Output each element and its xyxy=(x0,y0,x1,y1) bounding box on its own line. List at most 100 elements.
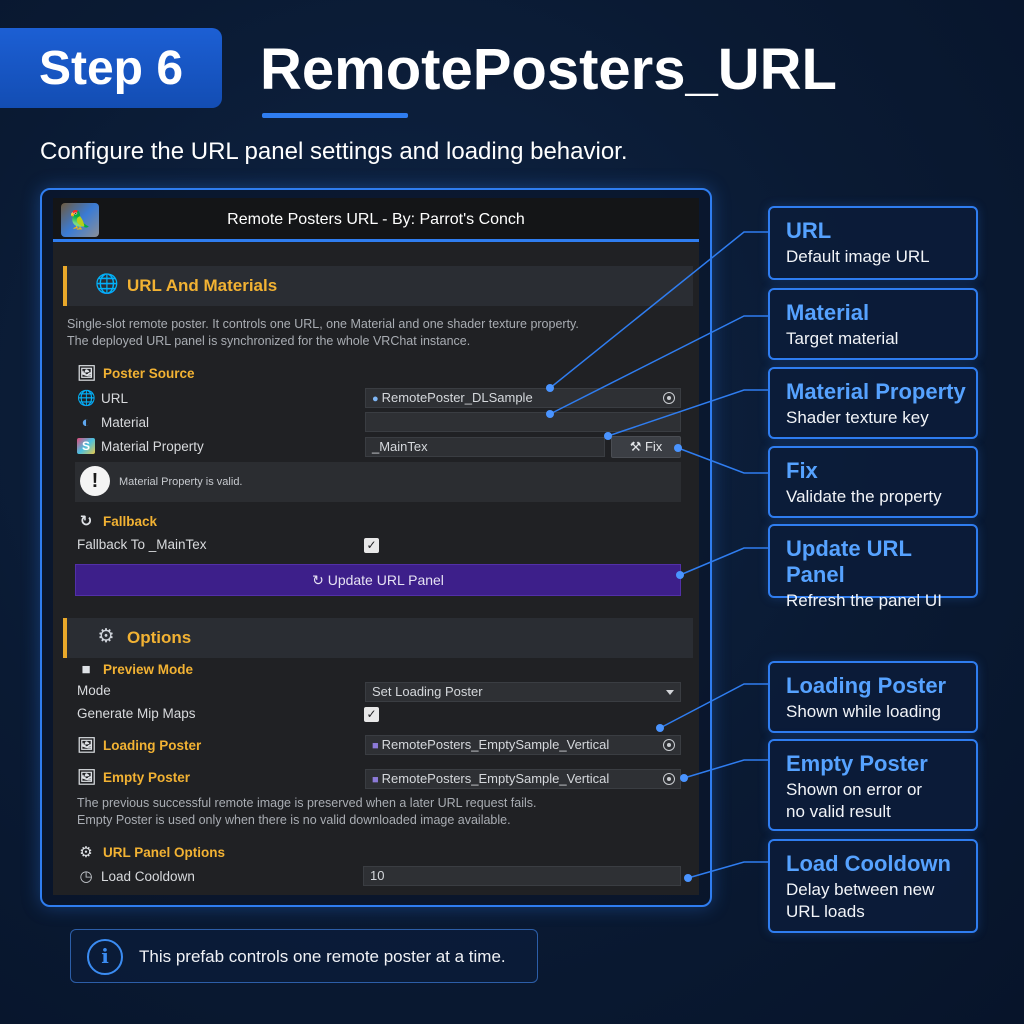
callout-desc: no valid result xyxy=(786,802,891,821)
update-url-panel-button[interactable]: ↻ Update URL Panel xyxy=(75,564,681,596)
title-underline xyxy=(262,113,408,118)
subhead-preview-mode: ■ Preview Mode xyxy=(77,661,193,678)
callout-url: URL Default image URL xyxy=(768,206,978,280)
inspector-title: Remote Posters URL - By: Parrot's Conch xyxy=(227,211,525,228)
callout-load-cooldown: Load Cooldown Delay between new URL load… xyxy=(768,839,978,933)
video-camera-icon: ■ xyxy=(81,661,91,678)
inspector-panel: 🦜 Remote Posters URL - By: Parrot's Conc… xyxy=(53,198,699,895)
callout-material-property: Material Property Shader texture key xyxy=(768,367,978,439)
refresh-icon: ↻ xyxy=(79,513,93,530)
callout-title: Fix xyxy=(786,458,818,483)
empty-poster-field[interactable]: ■RemotePosters_EmptySample_Vertical xyxy=(365,769,681,789)
subhead-loading-poster: 🖼 Loading Poster xyxy=(77,736,201,754)
description-line: The deployed URL panel is synchronized f… xyxy=(67,334,471,348)
page-subtitle: Configure the URL panel settings and loa… xyxy=(40,138,628,165)
section-description: Single-slot remote poster. It controls o… xyxy=(67,316,579,350)
empty-poster-value: RemotePosters_EmptySample_Vertical xyxy=(381,771,610,786)
update-button-label: Update URL Panel xyxy=(327,572,444,588)
generate-mip-maps-checkbox[interactable]: ✓ xyxy=(364,707,379,722)
callout-desc: Default image URL xyxy=(786,247,930,266)
row-label-text: Fallback To _MainTex xyxy=(77,537,207,552)
subhead-fallback: ↻ Fallback xyxy=(77,512,157,530)
callout-title: Material Property xyxy=(786,379,966,404)
callout-desc: Target material xyxy=(786,329,899,348)
subhead-label: URL Panel Options xyxy=(103,844,226,860)
material-sphere-icon: ◐ xyxy=(81,414,91,431)
subhead-label: Empty Poster xyxy=(103,769,191,785)
url-field[interactable]: ●RemotePoster_DLSample xyxy=(365,388,681,408)
mode-value: Set Loading Poster xyxy=(372,684,483,699)
callout-title: Update URL Panel xyxy=(786,536,912,587)
asset-icon: ● xyxy=(372,393,379,405)
callout-desc: Delay between new xyxy=(786,880,935,899)
subhead-label: Preview Mode xyxy=(103,662,194,677)
callout-material: Material Target material xyxy=(768,288,978,360)
material-field[interactable] xyxy=(365,412,681,432)
image-icon: 🖼 xyxy=(77,769,97,786)
gear-icon: ⚙ xyxy=(97,626,115,647)
callout-desc: Shown while loading xyxy=(786,702,941,721)
object-picker-icon[interactable] xyxy=(663,739,675,751)
material-property-value: _MainTex xyxy=(372,439,428,454)
row-label-text: Material Property xyxy=(101,438,204,454)
mode-dropdown[interactable]: Set Loading Poster xyxy=(365,682,681,702)
callout-desc: Refresh the panel UI xyxy=(786,591,942,610)
subhead-url-panel-options: ⚙ URL Panel Options xyxy=(77,843,225,861)
step-badge: Step 6 xyxy=(0,28,222,108)
texture-icon: ■ xyxy=(372,774,379,786)
row-label-text: URL xyxy=(101,390,129,406)
material-label: ◐ Material xyxy=(77,414,149,431)
fallback-checkbox[interactable]: ✓ xyxy=(364,538,379,553)
info-icon: i xyxy=(87,939,123,975)
section-options[interactable]: ⚙ Options xyxy=(63,618,693,658)
refresh-icon: ↻ xyxy=(312,572,324,588)
callout-title: Empty Poster xyxy=(786,751,928,776)
footer-info-box: i This prefab controls one remote poster… xyxy=(70,929,538,983)
callout-title: URL xyxy=(786,218,832,243)
object-picker-icon[interactable] xyxy=(663,773,675,785)
callout-loading-poster: Loading Poster Shown while loading xyxy=(768,661,978,733)
footer-text: This prefab controls one remote poster a… xyxy=(139,947,506,966)
material-property-label: S Material Property xyxy=(77,438,204,454)
subhead-label: Fallback xyxy=(103,513,158,529)
shader-icon: S xyxy=(77,438,95,454)
row-label-text: Material xyxy=(101,415,150,430)
fallback-to-label: Fallback To _MainTex xyxy=(77,537,207,552)
loading-poster-value: RemotePosters_EmptySample_Vertical xyxy=(381,737,610,752)
callout-desc: Validate the property xyxy=(786,487,942,506)
object-picker-icon[interactable] xyxy=(663,392,675,404)
row-label-text: Mode xyxy=(77,683,111,698)
subhead-label: Loading Poster xyxy=(103,737,202,753)
callout-empty-poster: Empty Poster Shown on error or no valid … xyxy=(768,739,978,831)
load-cooldown-field[interactable]: 10 xyxy=(363,866,681,886)
generate-mip-maps-label: Generate Mip Maps xyxy=(77,706,196,721)
fix-button[interactable]: ⚒ Fix xyxy=(611,436,681,458)
subhead-label: Poster Source xyxy=(103,365,195,381)
chevron-down-icon xyxy=(666,690,674,695)
gear-icon: ⚙ xyxy=(79,844,93,861)
url-value: RemotePoster_DLSample xyxy=(381,390,533,405)
parrot-logo-icon: 🦜 xyxy=(61,203,99,237)
callout-update-url-panel: Update URL Panel Refresh the panel UI xyxy=(768,524,978,610)
subhead-empty-poster: 🖼 Empty Poster xyxy=(77,768,190,786)
globe-icon: 🌐 xyxy=(95,274,119,295)
loading-poster-field[interactable]: ■RemotePosters_EmptySample_Vertical xyxy=(365,735,681,755)
wrench-icon: ⚒ xyxy=(629,439,642,454)
row-label-text: Load Cooldown xyxy=(101,868,195,884)
clock-icon: ◷ xyxy=(79,868,93,885)
poster-note: The previous successful remote image is … xyxy=(77,795,536,829)
callout-title: Load Cooldown xyxy=(786,851,951,876)
load-cooldown-value: 10 xyxy=(370,868,385,883)
section-url-and-materials[interactable]: 🌐 URL And Materials xyxy=(63,266,693,306)
info-bubble-icon: ! xyxy=(80,466,110,496)
texture-icon: ■ xyxy=(372,740,379,752)
subhead-poster-source: 🖼 Poster Source xyxy=(77,364,195,382)
inspector-header: 🦜 Remote Posters URL - By: Parrot's Conc… xyxy=(53,198,699,242)
globe-icon: 🌐 xyxy=(77,390,96,407)
url-label: 🌐 URL xyxy=(77,389,128,407)
callout-title: Material xyxy=(786,300,870,325)
material-property-field[interactable]: _MainTex xyxy=(365,437,605,457)
row-label-text: Generate Mip Maps xyxy=(77,706,196,721)
callout-fix: Fix Validate the property xyxy=(768,446,978,518)
info-text: Material Property is valid. xyxy=(119,476,243,488)
